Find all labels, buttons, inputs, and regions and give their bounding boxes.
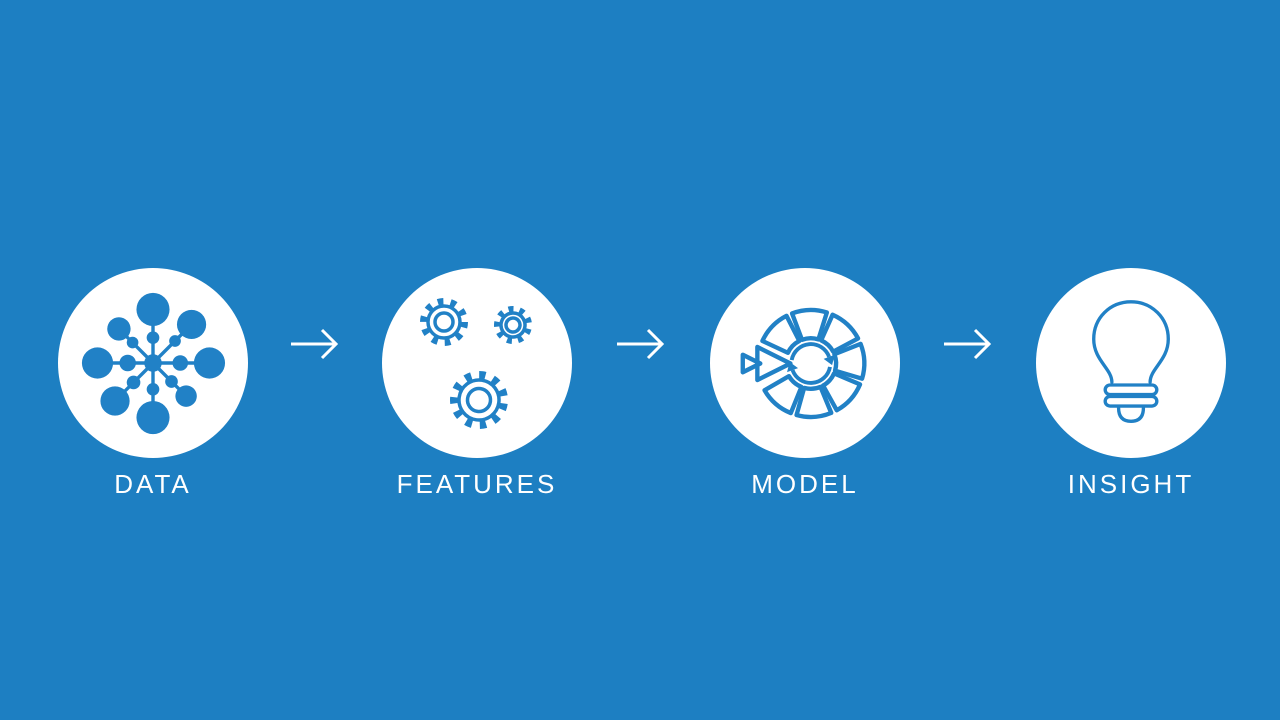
pipeline-step-data: DATA bbox=[58, 268, 248, 500]
arrow-right-icon bbox=[617, 328, 665, 360]
pipeline-step-insight: INSIGHT bbox=[1036, 268, 1226, 500]
data-network-icon bbox=[81, 292, 226, 435]
features-step-circle bbox=[382, 268, 572, 458]
data-step-circle bbox=[58, 268, 248, 458]
step-label-insight: INSIGHT bbox=[1067, 469, 1195, 499]
model-step-circle bbox=[710, 268, 900, 458]
arrow-right-icon bbox=[291, 328, 339, 360]
step-label-data: DATA bbox=[114, 469, 192, 499]
gears-icon bbox=[420, 298, 532, 429]
pipeline-step-model: MODEL bbox=[710, 268, 900, 500]
step-label-features: FEATURES bbox=[396, 469, 558, 499]
step-label-model: MODEL bbox=[751, 469, 859, 499]
lightbulb-icon bbox=[1092, 300, 1170, 423]
pipeline-step-features: FEATURES bbox=[382, 268, 572, 500]
model-cycle-icon bbox=[740, 307, 867, 419]
insight-step-circle bbox=[1036, 268, 1226, 458]
arrow-right-icon bbox=[944, 328, 992, 360]
